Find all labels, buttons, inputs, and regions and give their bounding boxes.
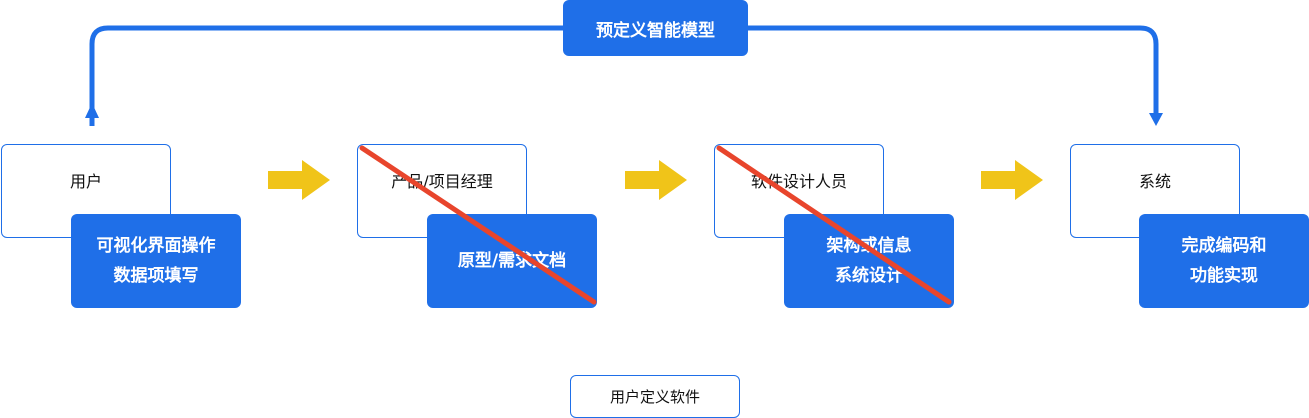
stage-label: 产品/项目经理 <box>391 172 493 191</box>
footer-label-text: 用户定义软件 <box>609 388 700 406</box>
stage-note-text: 原型/需求文档 <box>457 251 567 271</box>
flow-arrow-1 <box>268 160 330 200</box>
stage-note-system: 完成编码和 功能实现 <box>1139 214 1309 308</box>
loop-arrow-tail <box>89 114 95 126</box>
flow-arrow-3 <box>981 160 1043 200</box>
stage-note-text: 可视化界面操作 数据项填写 <box>96 236 216 286</box>
stage-note-text: 架构或信息 系统设计 <box>826 236 912 286</box>
flow-arrow-2 <box>625 160 687 200</box>
model-title: 预定义智能模型 <box>563 0 748 56</box>
stage-note-user: 可视化界面操作 数据项填写 <box>71 214 241 308</box>
stage-note-text: 完成编码和 功能实现 <box>1181 236 1267 286</box>
footer-label: 用户定义软件 <box>570 375 740 418</box>
stage-label: 用户 <box>69 172 102 191</box>
stage-note-product-manager: 原型/需求文档 <box>427 214 597 308</box>
stage-label: 系统 <box>1138 172 1171 191</box>
stage-label: 软件设计人员 <box>750 172 847 191</box>
loop-arrowhead-up <box>85 103 99 118</box>
model-title-text: 预定义智能模型 <box>596 20 715 41</box>
loop-arrowhead-down <box>1149 113 1163 126</box>
stage-note-software-designer: 架构或信息 系统设计 <box>784 214 954 308</box>
